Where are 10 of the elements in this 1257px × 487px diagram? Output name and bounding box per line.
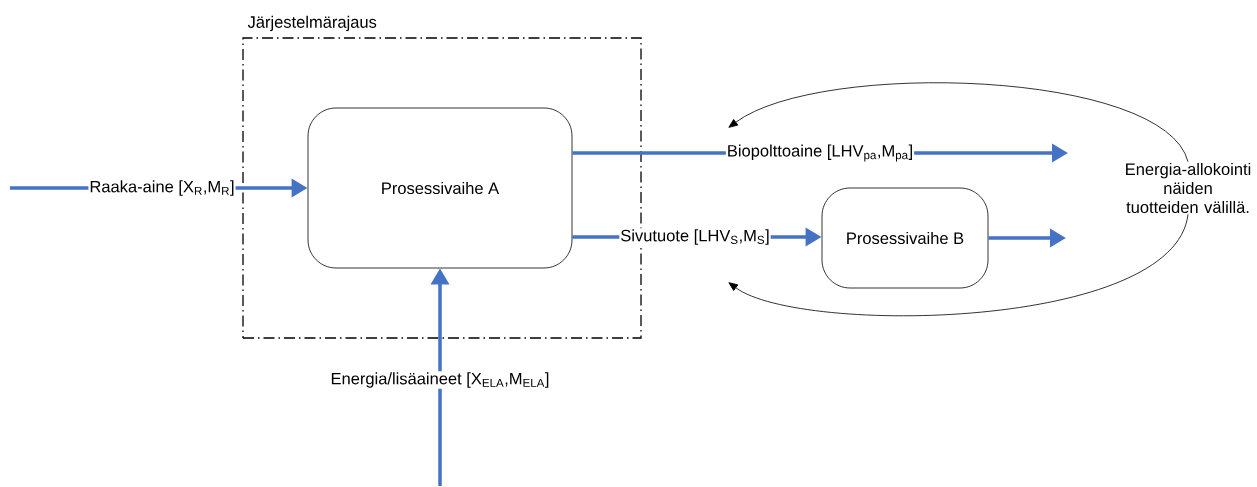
process-box: Prosessivaihe B bbox=[821, 187, 989, 289]
allocation-text: Energia-allokointi näiden tuotteiden välillä. bbox=[1126, 162, 1251, 214]
edge-label: Energia/lisäaineet [X$_{ELA}$,M$_{ELA}$] bbox=[329, 371, 551, 389]
arrow bbox=[728, 82, 1189, 163]
process-box: Prosessivaihe A bbox=[307, 107, 573, 269]
edge-label: Raaka-aine [X$_{R}$,M$_{R}$] bbox=[88, 179, 236, 197]
edge-label: Sivutuote [LHV$_{S}$,M$_{S}$] bbox=[619, 228, 771, 246]
boundary-label: Järjestelmärajaus bbox=[247, 15, 377, 32]
arrow bbox=[728, 213, 1189, 316]
edge-label: Biopolttoaine [LHV$_{pa}$,M$_{pa}$] bbox=[725, 143, 915, 163]
